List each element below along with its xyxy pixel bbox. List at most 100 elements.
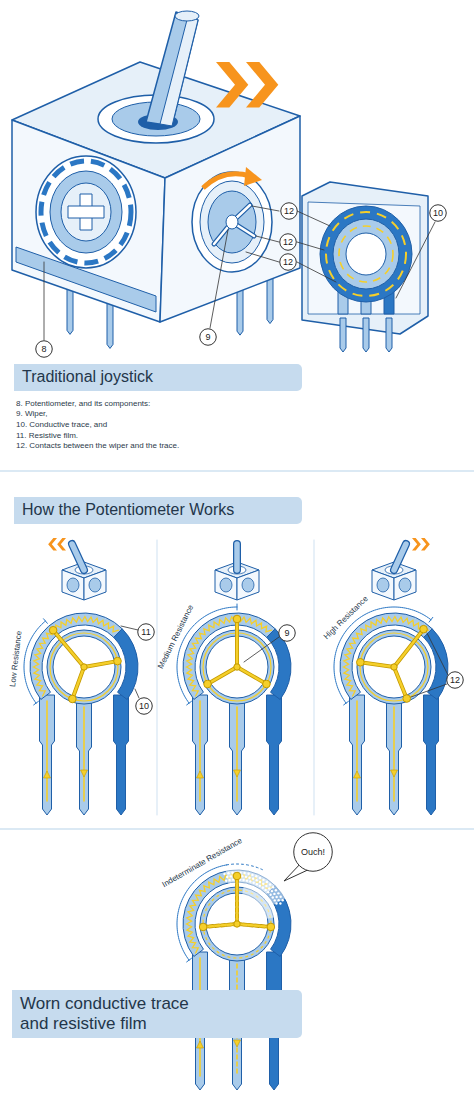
bracket-tick — [187, 701, 192, 705]
pin — [386, 318, 392, 352]
wiper-arm — [237, 924, 271, 927]
mini-joystick — [215, 544, 259, 600]
callout-number: 12 — [279, 233, 297, 251]
film-zigzag — [187, 617, 272, 696]
pin — [350, 695, 365, 815]
potentiometer — [67, 578, 79, 592]
potentiometer-diagram — [334, 607, 448, 815]
worn-speck — [223, 873, 225, 875]
wiper-contact — [49, 626, 57, 634]
worn-speck — [271, 890, 273, 892]
callout-number: 12 — [450, 676, 460, 685]
current-arrow — [234, 770, 241, 777]
worn-speck — [226, 876, 228, 878]
stick — [160, 16, 198, 126]
callout-number: 11 — [141, 628, 150, 637]
housing-side — [84, 570, 106, 600]
speech-bubble: Ouch! — [293, 832, 333, 872]
stick — [146, 12, 198, 126]
potentiometer — [399, 578, 411, 592]
bracket-tick — [237, 604, 238, 610]
wiper-arm — [237, 667, 266, 684]
housing-side — [237, 570, 259, 600]
wiper-arm — [72, 667, 84, 699]
callout-number: 12 — [446, 671, 464, 689]
motion-arrow — [57, 538, 66, 550]
worn-speck — [275, 896, 277, 898]
worn-speck — [248, 876, 250, 878]
film-zigzag — [344, 617, 429, 696]
callout-number: 12 — [284, 207, 294, 216]
bubble-outline — [294, 833, 333, 872]
wiper-arm — [235, 876, 239, 924]
resistance-bracket — [227, 864, 263, 870]
worn-speck — [259, 885, 261, 887]
stick-cap — [175, 11, 199, 21]
heading-text: How the Potentiometer Works — [22, 501, 294, 519]
pot-housing — [302, 182, 428, 334]
leader-line — [135, 689, 139, 698]
current-path — [360, 633, 428, 701]
leader-line — [44, 262, 45, 340]
resistance-bracket — [177, 865, 227, 960]
legend-text: 12. Contacts between the wiper and the t… — [16, 441, 179, 451]
worn-speck — [245, 876, 247, 878]
callout-circle — [430, 205, 447, 222]
motion-arrow — [412, 538, 421, 550]
housing-side — [12, 120, 165, 322]
current-arrow — [354, 771, 361, 778]
pin — [193, 695, 208, 815]
current-arrow — [83, 707, 85, 801]
worn-speck — [262, 879, 264, 881]
leader-line — [252, 206, 279, 211]
motion-arrow — [421, 538, 430, 550]
callout-number: 9 — [199, 328, 217, 346]
wiper-hub — [234, 921, 240, 927]
worn-speck — [255, 879, 257, 881]
potentiometer-diagram — [177, 864, 291, 1090]
worn-speck — [255, 875, 257, 877]
potentiometer — [36, 156, 136, 268]
pin — [77, 701, 92, 815]
pin — [230, 701, 245, 815]
worn-speck — [252, 882, 254, 884]
collector-ring — [357, 630, 431, 704]
current-path — [50, 633, 118, 701]
worn-speck — [281, 899, 283, 901]
wiper-arm — [236, 619, 238, 667]
current-arrow — [393, 707, 395, 801]
callout-number: 10 — [433, 209, 443, 218]
potentiometer — [89, 578, 101, 592]
worn-speck — [275, 902, 277, 904]
contact-path — [339, 226, 393, 282]
potentiometer — [242, 578, 254, 592]
wiper-arm — [236, 876, 238, 924]
leader-line — [297, 211, 330, 226]
wiper-hub — [391, 664, 397, 670]
wiper-arm — [394, 629, 424, 667]
joystick-illustration — [12, 11, 300, 348]
current-arrow — [44, 771, 51, 778]
legend-text: 11. Resistive film. — [16, 431, 78, 441]
leader-line — [297, 262, 336, 282]
callout-number: 10 — [429, 204, 447, 222]
current-arrow — [81, 770, 88, 777]
callout-circle — [200, 329, 217, 346]
worn-speck — [252, 878, 254, 880]
worn-speck — [242, 879, 244, 881]
current-arrow — [46, 701, 48, 801]
housing-side — [160, 116, 300, 322]
section-heading: Traditional joystick — [14, 364, 302, 391]
worn-patch — [242, 887, 274, 919]
current-arrow — [356, 701, 358, 801]
collector-ring — [47, 630, 121, 704]
stick — [394, 544, 406, 570]
callout-number: 10 — [135, 697, 153, 715]
leader-line — [246, 252, 279, 262]
resistance-label: Medium Resistance — [156, 603, 196, 670]
worn-speck — [272, 886, 274, 888]
wiper-contact — [357, 658, 365, 666]
worn-speck — [246, 879, 248, 881]
